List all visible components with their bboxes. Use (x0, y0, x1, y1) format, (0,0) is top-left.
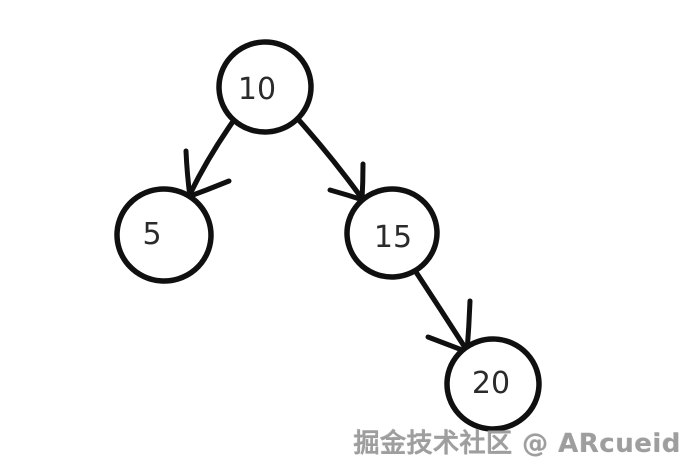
arrowhead-stroke (359, 161, 366, 203)
tree-node-20: 20 (444, 336, 542, 432)
tree-node-5: 5 (114, 186, 214, 284)
node-circle (344, 186, 440, 280)
node-label: 10 (238, 72, 276, 107)
tree-node-15: 15 (344, 186, 440, 280)
edge-15-20 (413, 269, 469, 352)
edge-10-15 (294, 115, 364, 200)
arrowhead-stroke (183, 148, 193, 200)
tree-node-10: 10 (216, 39, 314, 135)
node-circle (444, 336, 542, 432)
node-circle (216, 39, 314, 135)
watermark-text: 掘金技术社区 @ ARcueid (353, 429, 681, 459)
edge-10-5 (187, 117, 237, 197)
node-label: 20 (472, 366, 510, 401)
node-label: 15 (374, 220, 412, 255)
node-label: 5 (142, 217, 161, 252)
node-circle (114, 186, 214, 284)
